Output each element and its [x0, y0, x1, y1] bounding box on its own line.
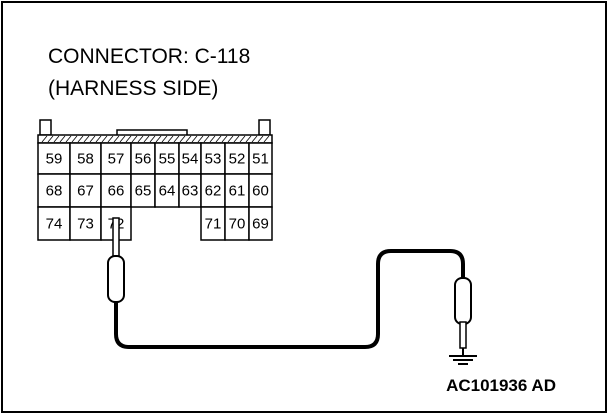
pin-51-label: 51: [252, 150, 269, 167]
hatch-line: [179, 135, 186, 143]
connector-left-tab: [39, 119, 52, 136]
pin-52-cell: [224, 142, 250, 175]
pin-53-label: 53: [205, 150, 222, 167]
hatch-line: [131, 135, 138, 143]
hatch-line: [215, 135, 222, 143]
ground-symbol-icon: [449, 348, 477, 365]
pin-70-label: 70: [229, 215, 246, 232]
hatch-line: [221, 135, 228, 143]
pin-56-label: 56: [135, 150, 152, 167]
hatch-line: [191, 135, 198, 143]
ground-probe-icon: [454, 277, 472, 349]
hatch-line: [185, 135, 192, 143]
hatch-line: [107, 135, 114, 143]
pin-59-label: 59: [46, 150, 63, 167]
connector-subtitle: (HARNESS SIDE): [48, 77, 218, 100]
test-wire: [114, 249, 465, 349]
pin-58-label: 58: [77, 150, 94, 167]
pin-74-cell: [37, 206, 71, 241]
test-probe-icon: [107, 217, 125, 303]
pin-69-label: 69: [252, 215, 269, 232]
hatch-line: [83, 135, 90, 143]
pin-55-label: 55: [159, 150, 176, 167]
hatch-line: [233, 135, 240, 143]
pin-61-label: 61: [229, 182, 246, 199]
hatch-line: [89, 135, 96, 143]
hatch-line: [77, 135, 84, 143]
hatch-line: [119, 135, 126, 143]
pin-73-label: 73: [77, 215, 94, 232]
hatch-line: [251, 135, 258, 143]
hatch-line: [263, 135, 270, 143]
pin-59-cell: [37, 142, 71, 175]
pin-57-label: 57: [108, 150, 125, 167]
pin-52-label: 52: [229, 150, 246, 167]
hatch-line: [65, 135, 72, 143]
hatch-line: [155, 135, 162, 143]
connector-pin-grid: 59 58 57 56 55 54 53 52 51 68 67 66 65 64 63 62 61 60 74 73…: [37, 142, 273, 241]
pin-67-cell: [69, 173, 102, 208]
pin-74-label: 74: [46, 215, 63, 232]
pin-69-cell: [248, 206, 273, 241]
hatch-line: [239, 135, 246, 143]
pin-73-cell: [69, 206, 102, 241]
pin-64-label: 64: [159, 182, 176, 199]
hatch-line: [167, 135, 174, 143]
hatch-line: [149, 135, 156, 143]
hatch-line: [245, 135, 252, 143]
hatch-line: [95, 135, 102, 143]
reference-code: AC101936 AD: [446, 376, 556, 395]
hatch-line: [143, 135, 150, 143]
pin-71-label: 71: [205, 215, 222, 232]
hatch-line: [101, 135, 108, 143]
connector-housing: 59 58 57 56 55 54 53 52 51 68 67 66 65 64 63 62 61 60 74 73…: [37, 119, 273, 241]
hatch-line: [59, 135, 66, 143]
hatch-line: [71, 135, 78, 143]
pin-64-cell: [154, 173, 180, 208]
hatch-line: [197, 135, 204, 143]
pin-60-label: 60: [252, 182, 269, 199]
hatch-line: [137, 135, 144, 143]
hatch-line: [125, 135, 132, 143]
pin-65-cell: [130, 173, 156, 208]
hatch-line: [209, 135, 216, 143]
hatch-line: [227, 135, 234, 143]
pin-68-label: 68: [46, 182, 63, 199]
hatch-line: [203, 135, 210, 143]
hatch-line: [173, 135, 180, 143]
pin-63-label: 63: [182, 182, 199, 199]
connector-title: CONNECTOR: C-118: [48, 45, 250, 68]
hatch-line: [113, 135, 120, 143]
pin-57-cell: [100, 142, 132, 175]
pin-53-cell: [200, 142, 226, 175]
hatch-line: [41, 135, 48, 143]
hatch-line: [53, 135, 60, 143]
connector-right-tab: [258, 119, 271, 136]
pin-67-label: 67: [77, 182, 94, 199]
pin-65-label: 65: [135, 182, 152, 199]
hatch-line: [161, 135, 168, 143]
connector-hatch: [41, 135, 270, 143]
hatch-line: [47, 135, 54, 143]
pin-62-label: 62: [205, 182, 222, 199]
pin-54-label: 54: [182, 150, 199, 167]
pin-70-cell: [224, 206, 250, 241]
pin-66-label: 66: [108, 182, 125, 199]
hatch-line: [257, 135, 264, 143]
